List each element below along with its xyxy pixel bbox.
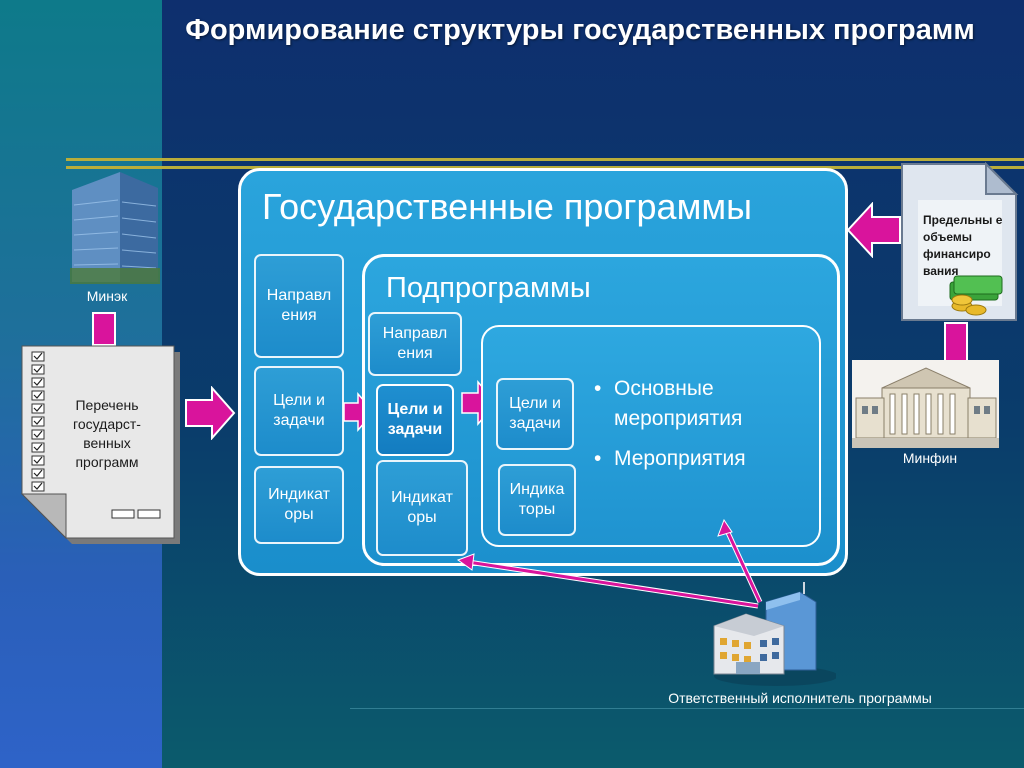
bottom-decor-line [350,708,1024,709]
financing-limits-text: Предельны е объемы финансиро вания [923,213,1003,278]
money-icon [949,275,1003,316]
program-list-document-icon [20,345,180,544]
program-list-text: Перечень государст-венных программ [73,397,141,470]
minfin-building-icon [852,360,999,448]
activities-list: Основные мероприятия Мероприятия [594,374,814,484]
inner-goals-card: Цели и задачи [496,378,574,450]
subprograms-title: Подпрограммы [386,272,591,304]
bullet-activities: Мероприятия [594,444,814,474]
minfin-label: Минфин [902,450,958,466]
responsible-executor-label: Ответственный исполнитель программы [668,690,932,706]
responsible-arrows [456,518,763,609]
gp-directions-card: Направл ения [254,254,344,358]
divider-line-bottom [66,166,1024,169]
sp-directions-card: Направл ения [368,312,462,376]
sp-goals-card: Цели и задачи [376,384,454,456]
minek-building-icon [70,172,160,284]
minfin-connector [944,322,968,362]
responsible-executor-building-icon [713,582,836,686]
arrow-limits-to-programs [846,202,901,258]
minek-connector [92,312,116,346]
financing-limits-document-icon [901,161,1019,321]
state-programs-title: Государственные программы [262,186,752,227]
divider-line-top [66,158,1024,161]
gp-indicators-card: Индикат оры [254,466,344,544]
gp-goals-card: Цели и задачи [254,366,344,456]
bullet-main-activities: Основные мероприятия [594,374,814,434]
sp-indicators-card: Индикат оры [376,460,468,556]
arrow-list-to-programs [185,386,236,440]
inner-indicators-card: Индика торы [498,464,576,536]
page-title: Формирование структуры государственных п… [185,14,975,46]
minek-label: Минэк [86,288,128,304]
